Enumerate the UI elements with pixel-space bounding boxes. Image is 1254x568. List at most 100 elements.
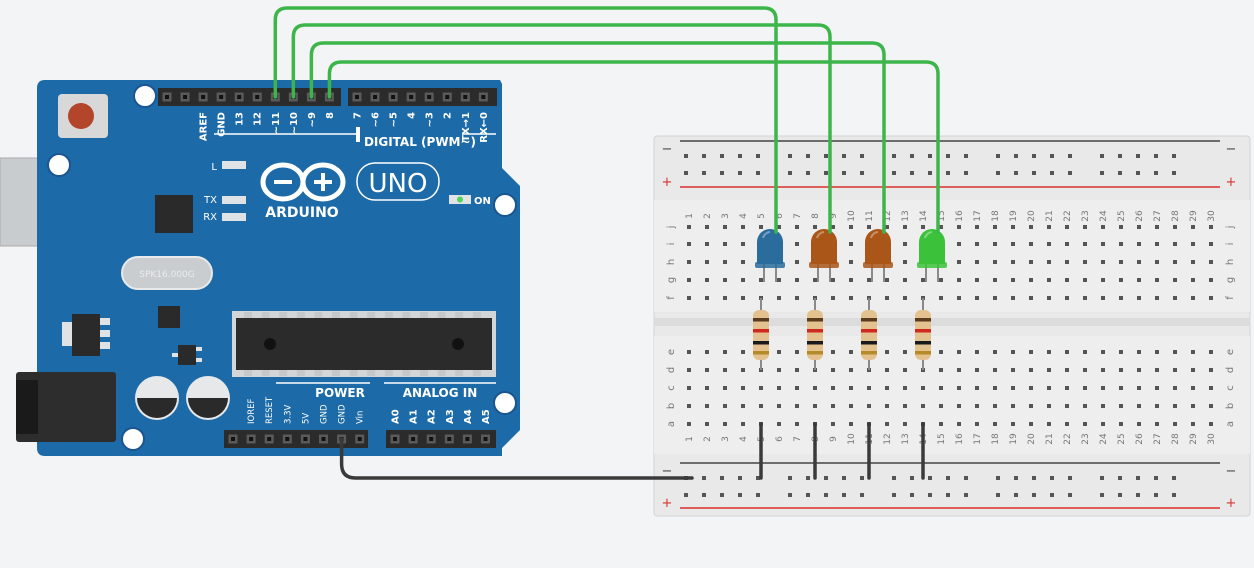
breadboard-hole[interactable] [1137,296,1141,300]
breadboard-hole[interactable] [1011,296,1015,300]
breadboard-hole[interactable] [1032,154,1036,158]
breadboard-hole[interactable] [903,350,907,354]
breadboard-hole[interactable] [1191,386,1195,390]
breadboard-hole[interactable] [1101,350,1105,354]
breadboard-hole[interactable] [705,260,709,264]
breadboard-hole[interactable] [996,154,1000,158]
breadboard-hole[interactable] [1101,386,1105,390]
arduino-board[interactable]: L TX RX SPK16.000G ARDUINO UNO ON [0,80,520,456]
breadboard-hole[interactable] [849,278,853,282]
breadboard-hole[interactable] [1032,493,1036,497]
breadboard-hole[interactable] [1137,260,1141,264]
breadboard-hole[interactable] [1065,278,1069,282]
breadboard-hole[interactable] [975,422,979,426]
breadboard-hole[interactable] [1011,225,1015,229]
breadboard-hole[interactable] [759,278,763,282]
breadboard-hole[interactable] [1191,368,1195,372]
breadboard-hole[interactable] [687,422,691,426]
breadboard-hole[interactable] [831,296,835,300]
breadboard-hole[interactable] [738,154,742,158]
breadboard-hole[interactable] [1100,476,1104,480]
breadboard-hole[interactable] [1155,368,1159,372]
breadboard-hole[interactable] [723,296,727,300]
breadboard-hole[interactable] [1068,476,1072,480]
breadboard-hole[interactable] [957,422,961,426]
breadboard-hole[interactable] [1047,404,1051,408]
breadboard-hole[interactable] [964,476,968,480]
breadboard-hole[interactable] [842,476,846,480]
breadboard-hole[interactable] [795,260,799,264]
breadboard-hole[interactable] [849,368,853,372]
breadboard-hole[interactable] [957,296,961,300]
breadboard-hole[interactable] [867,386,871,390]
breadboard-hole[interactable] [849,296,853,300]
breadboard-hole[interactable] [957,225,961,229]
breadboard-hole[interactable] [903,386,907,390]
breadboard-hole[interactable] [738,476,742,480]
breadboard-hole[interactable] [1155,350,1159,354]
breadboard-hole[interactable] [892,154,896,158]
breadboard-hole[interactable] [723,260,727,264]
resistor[interactable] [915,298,931,370]
breadboard-hole[interactable] [975,225,979,229]
breadboard-hole[interactable] [1014,171,1018,175]
breadboard-hole[interactable] [1119,422,1123,426]
breadboard-hole[interactable] [1209,260,1213,264]
breadboard-hole[interactable] [687,368,691,372]
breadboard-hole[interactable] [842,493,846,497]
breadboard-hole[interactable] [1047,422,1051,426]
breadboard-hole[interactable] [1209,242,1213,246]
breadboard-hole[interactable] [957,368,961,372]
breadboard-hole[interactable] [1032,171,1036,175]
breadboard-hole[interactable] [795,350,799,354]
breadboard-hole[interactable] [1083,422,1087,426]
breadboard-hole[interactable] [777,404,781,408]
breadboard-hole[interactable] [1101,260,1105,264]
breadboard-hole[interactable] [702,493,706,497]
breadboard-hole[interactable] [756,493,760,497]
breadboard-hole[interactable] [795,225,799,229]
breadboard-hole[interactable] [1173,225,1177,229]
breadboard-hole[interactable] [885,404,889,408]
breadboard-hole[interactable] [1191,278,1195,282]
breadboard-hole[interactable] [921,404,925,408]
breadboard-hole[interactable] [885,296,889,300]
breadboard-hole[interactable] [831,368,835,372]
breadboard-hole[interactable] [1173,296,1177,300]
breadboard-hole[interactable] [903,278,907,282]
breadboard-hole[interactable] [903,260,907,264]
breadboard-hole[interactable] [795,422,799,426]
breadboard-hole[interactable] [824,476,828,480]
breadboard-hole[interactable] [1119,386,1123,390]
breadboard-hole[interactable] [1011,404,1015,408]
breadboard-hole[interactable] [1137,350,1141,354]
breadboard-hole[interactable] [1065,296,1069,300]
breadboard-hole[interactable] [1136,171,1140,175]
breadboard-hole[interactable] [1101,404,1105,408]
breadboard-hole[interactable] [806,154,810,158]
breadboard-hole[interactable] [903,225,907,229]
breadboard-hole[interactable] [1083,350,1087,354]
breadboard-hole[interactable] [738,171,742,175]
resistor[interactable] [807,298,823,370]
breadboard-hole[interactable] [723,386,727,390]
breadboard-hole[interactable] [1100,154,1104,158]
breadboard-hole[interactable] [759,386,763,390]
breadboard-hole[interactable] [705,296,709,300]
breadboard-hole[interactable] [824,171,828,175]
breadboard-hole[interactable] [1172,476,1176,480]
breadboard-hole[interactable] [813,278,817,282]
breadboard-hole[interactable] [1047,368,1051,372]
breadboard-hole[interactable] [702,154,706,158]
breadboard-hole[interactable] [806,493,810,497]
breadboard-hole[interactable] [1101,225,1105,229]
breadboard-hole[interactable] [1047,296,1051,300]
breadboard-hole[interactable] [1119,225,1123,229]
breadboard-hole[interactable] [975,386,979,390]
breadboard-hole[interactable] [831,350,835,354]
breadboard-hole[interactable] [705,350,709,354]
breadboard-hole[interactable] [885,386,889,390]
breadboard-hole[interactable] [1155,225,1159,229]
breadboard-hole[interactable] [892,493,896,497]
breadboard-hole[interactable] [1154,154,1158,158]
